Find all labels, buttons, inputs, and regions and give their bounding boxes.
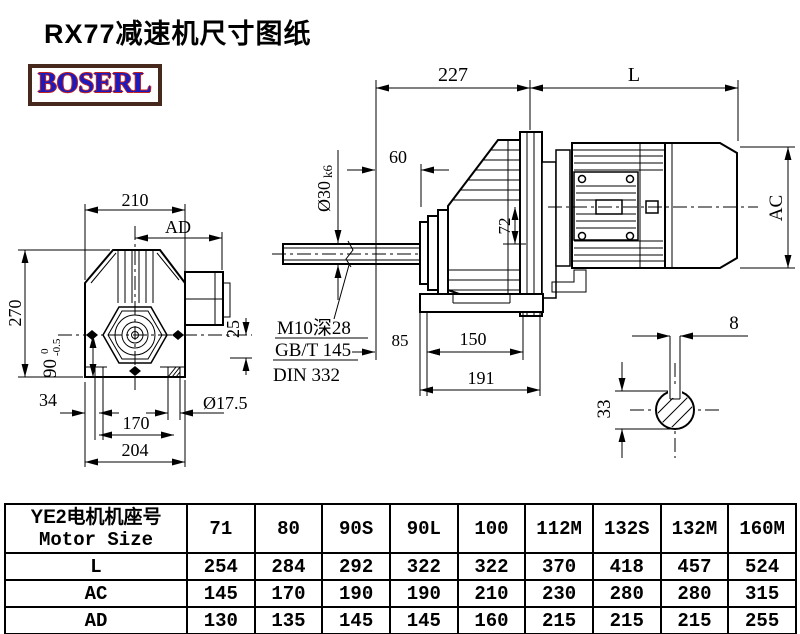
- dim-191: 191: [468, 368, 495, 388]
- cell: 190: [321, 579, 391, 608]
- cell: 230: [524, 579, 594, 608]
- col-header: 80: [253, 503, 324, 554]
- front-view: 210 AD 270 90 0 -0.5 25 34: [5, 190, 252, 467]
- dim-270: 270: [5, 300, 25, 327]
- dim-85: 85: [392, 331, 409, 350]
- cell: 457: [659, 552, 730, 581]
- dim-hole-dia: Ø17.5: [203, 393, 248, 413]
- note-tap-size: M10深28: [277, 317, 351, 339]
- dim-AC: AC: [766, 195, 787, 221]
- dim-shaft-dia: Ø30 k6: [314, 165, 335, 213]
- cell: 130: [186, 606, 256, 634]
- side-view: 227 L 60 Ø30 k6 72 AC: [272, 64, 795, 396]
- cell: 190: [388, 579, 459, 608]
- col-header: 71: [186, 503, 256, 554]
- svg-text:90: 90: [40, 359, 61, 378]
- dim-150: 150: [460, 329, 487, 349]
- page-title: RX77减速机尺寸图纸: [44, 19, 312, 49]
- dim-72: 72: [495, 218, 514, 235]
- svg-text:-0.5: -0.5: [51, 338, 63, 356]
- cell: 280: [659, 579, 730, 608]
- cell: 322: [388, 552, 459, 581]
- note-gbt-standard: GB/T 145: [275, 340, 351, 361]
- cell: 215: [524, 606, 594, 634]
- table-row-L: L 254 284 292 322 322 370 418 457 524: [4, 552, 797, 581]
- cell: 524: [727, 552, 797, 581]
- dim-33: 33: [594, 400, 615, 419]
- dim-210: 210: [122, 190, 149, 210]
- svg-text:0: 0: [39, 348, 51, 354]
- row-label: AD: [4, 606, 188, 634]
- table-header-row: YE2电机机座号 Motor Size 71 80 90S 90L 100 11…: [4, 503, 797, 554]
- cell: 255: [727, 606, 797, 634]
- table-row-AD: AD 130 135 145 145 160 215 215 215 255: [4, 606, 797, 634]
- col-header: 90S: [321, 503, 391, 554]
- cell: 145: [186, 579, 256, 608]
- motor-size-header-cn: YE2电机机座号: [30, 506, 162, 528]
- dim-25: 25: [223, 320, 243, 338]
- col-header: 132S: [591, 503, 662, 554]
- terminal-box: [184, 271, 231, 326]
- svg-text:k6: k6: [320, 165, 335, 179]
- col-header: 160M: [727, 503, 797, 554]
- cell: 170: [253, 579, 324, 608]
- cell: 215: [659, 606, 730, 634]
- dim-227: 227: [438, 64, 468, 86]
- dim-60: 60: [389, 147, 407, 167]
- dim-170: 170: [123, 413, 150, 433]
- cell: 315: [727, 579, 797, 608]
- motor-size-header: YE2电机机座号 Motor Size: [4, 503, 188, 554]
- col-header: 132M: [659, 503, 730, 554]
- technical-drawing: 210 AD 270 90 0 -0.5 25 34: [5, 64, 795, 467]
- shaft-hatch: [657, 392, 693, 428]
- col-header: 100: [456, 503, 527, 554]
- col-header: 112M: [524, 503, 594, 554]
- brand-logo-text: BOSERL: [38, 68, 152, 99]
- dim-L: L: [628, 64, 640, 86]
- dim-90-tol: 90 0 -0.5: [39, 338, 63, 378]
- cell: 284: [253, 552, 324, 581]
- brand-logo-box: BOSERL: [28, 64, 162, 106]
- table-row-AC: AC 145 170 190 190 210 230 280 280 315: [4, 579, 797, 608]
- note-din-standard: DIN 332: [273, 365, 340, 386]
- row-label: AC: [4, 579, 188, 608]
- row-label: L: [4, 552, 188, 581]
- cell: 292: [321, 552, 391, 581]
- cell: 215: [591, 606, 662, 634]
- col-header: 90L: [388, 503, 459, 554]
- dim-8: 8: [729, 313, 739, 334]
- motor-size-header-en: Motor Size: [38, 528, 154, 551]
- svg-text:Ø30: Ø30: [314, 181, 334, 212]
- cell: 370: [524, 552, 594, 581]
- cell: 145: [321, 606, 391, 634]
- cell: 210: [456, 579, 527, 608]
- cell: 160: [456, 606, 527, 634]
- dim-34: 34: [39, 390, 57, 410]
- motor-size-table: YE2电机机座号 Motor Size 71 80 90S 90L 100 11…: [4, 503, 797, 634]
- dim-204: 204: [122, 440, 149, 460]
- cell: 322: [456, 552, 527, 581]
- shaft-section-view: 8 33: [594, 313, 748, 458]
- cell: 280: [591, 579, 662, 608]
- cell: 418: [591, 552, 662, 581]
- cell: 254: [186, 552, 256, 581]
- cell: 145: [388, 606, 459, 634]
- cell: 135: [253, 606, 324, 634]
- dim-AD: AD: [165, 217, 191, 237]
